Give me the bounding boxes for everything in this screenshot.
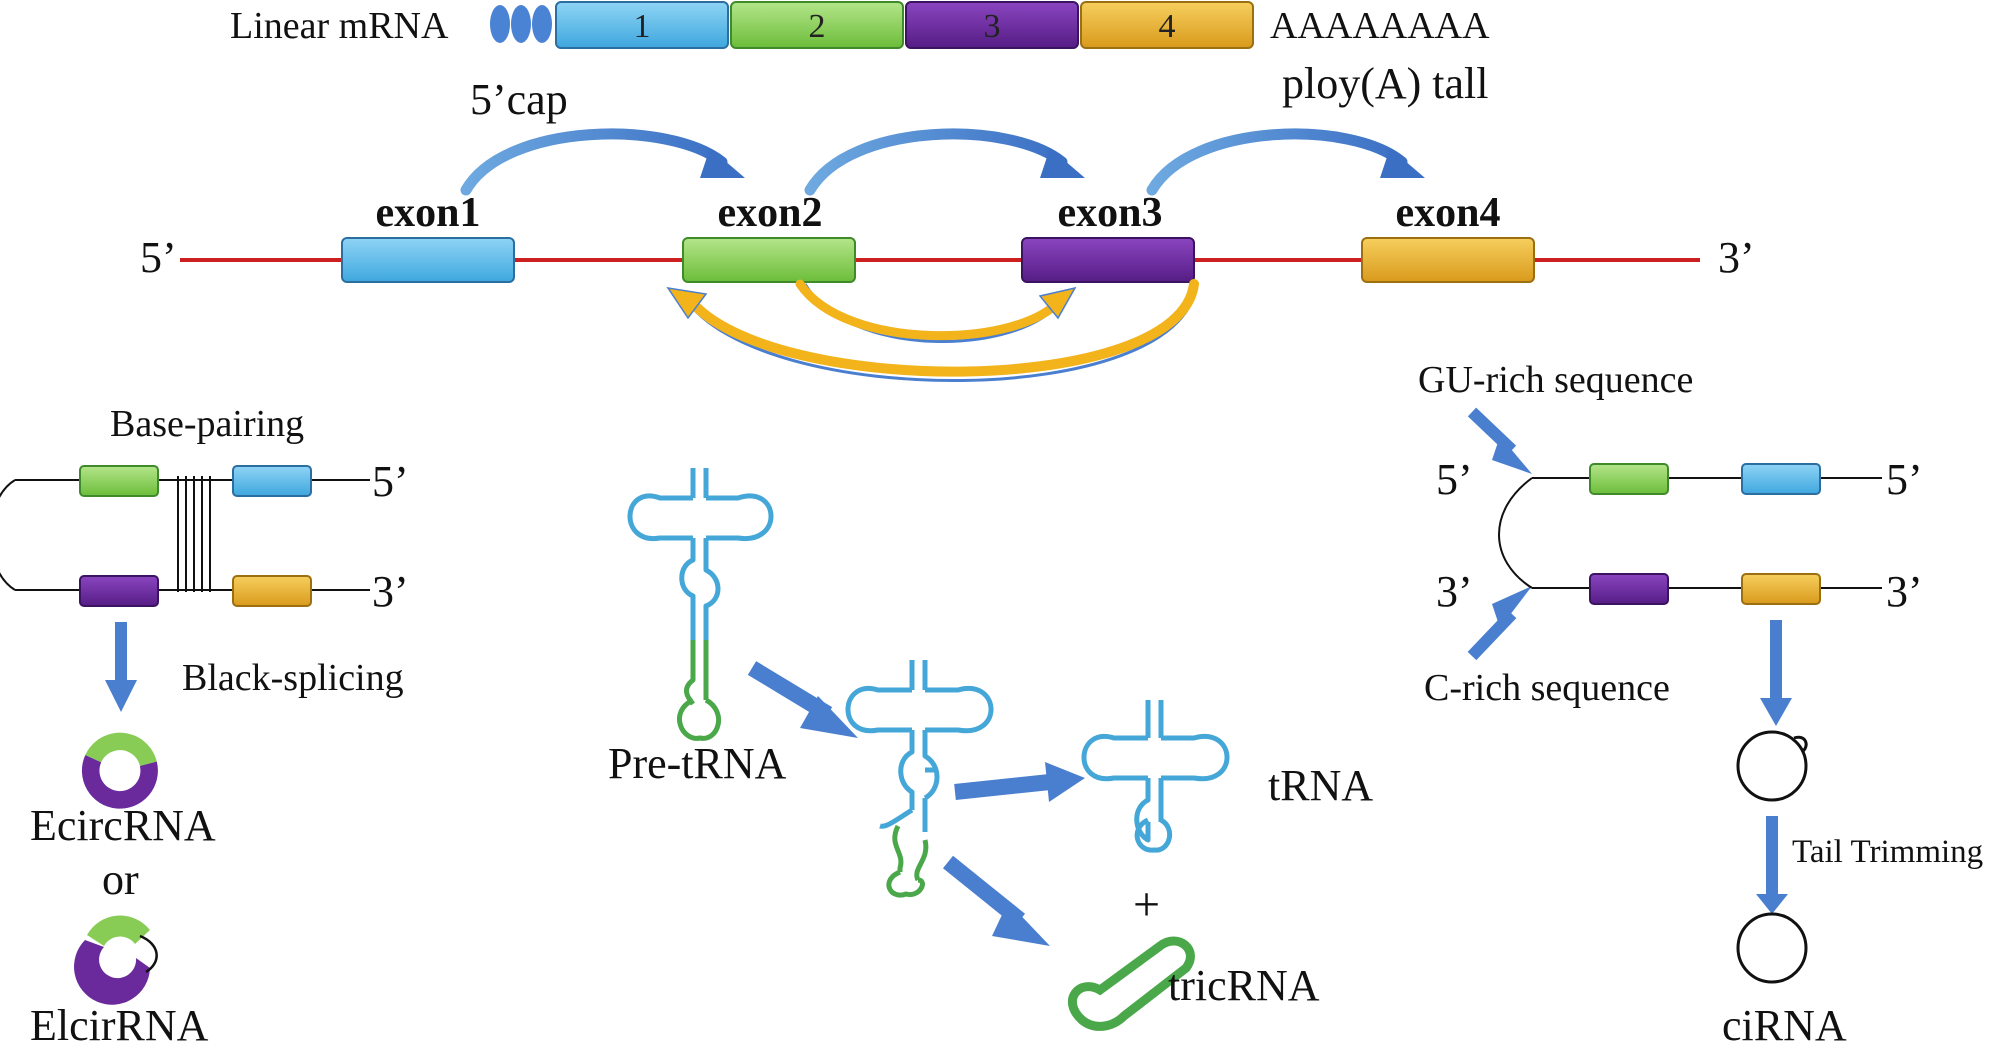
left-gold-exon xyxy=(232,575,312,607)
left-five-prime-label: 5’ xyxy=(372,457,409,506)
plus-sign: + xyxy=(1133,878,1160,931)
tricrna-label: tricRNA xyxy=(1168,961,1320,1010)
linear-mrna: Linear mRNA 1 2 3 4 AAAAAAAA ploy(A) tal… xyxy=(230,1,1490,124)
five-prime-cap-label: 5’cap xyxy=(470,75,568,124)
lariat-circle-icon xyxy=(1736,730,1808,802)
exon3-box xyxy=(1021,237,1195,283)
exon1-label: exon1 xyxy=(376,190,481,236)
mrna-segment-1: 1 xyxy=(555,1,729,49)
mrna-segment-1-label: 1 xyxy=(634,8,651,45)
lariat-curve xyxy=(1498,477,1533,589)
intron-loop xyxy=(0,479,16,591)
mrna-segment-2: 2 xyxy=(730,1,904,49)
tail-trimming-label: Tail Trimming xyxy=(1792,834,1983,870)
pre-trna-label: Pre-tRNA xyxy=(608,739,787,788)
base-pairing-label: Base-pairing xyxy=(110,403,304,445)
mrna-segment-4: 4 xyxy=(1080,1,1254,49)
down-arrow-icon xyxy=(1756,816,1788,914)
c-rich-arrow-icon xyxy=(1467,586,1532,661)
linear-mrna-title: Linear mRNA xyxy=(230,5,449,47)
right-purple-exon xyxy=(1589,573,1669,605)
intermediate-to-trna-arrow-icon xyxy=(954,762,1085,802)
elcirrna-label: ElcirRNA xyxy=(30,1001,209,1045)
five-prime-cap-icon xyxy=(490,5,552,43)
left-blue-exon xyxy=(232,465,312,497)
left-panel-exon-circularization: Base-pairing 5’ 3’ Black-splicing EcircR… xyxy=(0,403,409,1045)
ecircrna-ring-icon xyxy=(81,732,158,809)
middle-panel-trna-splicing: Pre-tRNA xyxy=(608,468,1373,1031)
exon1-box xyxy=(341,237,515,283)
exon3-label: exon3 xyxy=(1058,190,1163,236)
elcirrna-ring-icon xyxy=(74,915,158,1005)
left-green-exon xyxy=(79,465,159,497)
right-three-prime-left-label: 3’ xyxy=(1436,567,1473,616)
base-pairing-lines xyxy=(177,476,211,592)
forward-splice-arc-3 xyxy=(1146,128,1425,196)
left-purple-exon xyxy=(79,575,159,607)
mrna-segment-3: 3 xyxy=(905,1,1079,49)
mrna-segment-4-label: 4 xyxy=(1159,8,1176,45)
cirna-label: ciRNA xyxy=(1722,1001,1847,1045)
gu-rich-arrow-icon xyxy=(1467,407,1532,474)
gene-five-prime-label: 5’ xyxy=(140,233,177,282)
pre-mrna-gene: 5’ 3’ exon1 exon2 exon3 exon4 xyxy=(140,128,1755,383)
poly-a-sequence: AAAAAAAA xyxy=(1270,5,1490,47)
trna-icon xyxy=(1081,700,1230,853)
right-five-prime-right-label: 5’ xyxy=(1886,455,1923,504)
exon4-label: exon4 xyxy=(1396,190,1501,236)
right-five-prime-left-label: 5’ xyxy=(1436,455,1473,504)
intermediate-trna-icon xyxy=(845,660,994,898)
back-splicing-label: Black-splicing xyxy=(182,657,404,699)
down-arrow-icon xyxy=(105,622,137,712)
right-three-prime-right-label: 3’ xyxy=(1886,567,1923,616)
gu-rich-label: GU-rich sequence xyxy=(1418,359,1693,401)
forward-splice-arc-2 xyxy=(804,128,1085,196)
ecircrna-label: EcircRNA xyxy=(30,801,216,850)
left-three-prime-label: 3’ xyxy=(372,567,409,616)
pre-trna-icon xyxy=(627,468,774,741)
mrna-segment-3-label: 3 xyxy=(984,8,1001,45)
gene-three-prime-label: 3’ xyxy=(1718,233,1755,282)
trna-label: tRNA xyxy=(1268,761,1373,810)
back-splice-arc-inner xyxy=(795,279,1077,343)
down-arrow-icon xyxy=(1760,620,1792,726)
or-label: or xyxy=(102,855,139,904)
right-green-exon xyxy=(1589,463,1669,495)
c-rich-label: C-rich sequence xyxy=(1424,667,1670,709)
poly-a-tail-label: ploy(A) tall xyxy=(1282,59,1489,108)
right-blue-exon xyxy=(1741,463,1821,495)
tricrna-icon xyxy=(1067,936,1195,1031)
forward-splice-arc-1 xyxy=(460,128,745,196)
exon2-box xyxy=(682,237,856,283)
exon2-label: exon2 xyxy=(718,190,823,236)
back-splice-arc-outer xyxy=(666,279,1199,383)
exon4-box xyxy=(1361,237,1535,283)
right-panel-intron-circularization: GU-rich sequence C-rich sequence 5’ 3’ 5… xyxy=(1418,359,1983,1045)
intermediate-to-tricrna-arrow-icon xyxy=(942,855,1050,946)
mrna-segment-2-label: 2 xyxy=(809,8,826,45)
cirna-circle-icon xyxy=(1736,912,1808,984)
pre-trna-to-intermediate-arrow-icon xyxy=(747,661,858,738)
right-gold-exon xyxy=(1741,573,1821,605)
